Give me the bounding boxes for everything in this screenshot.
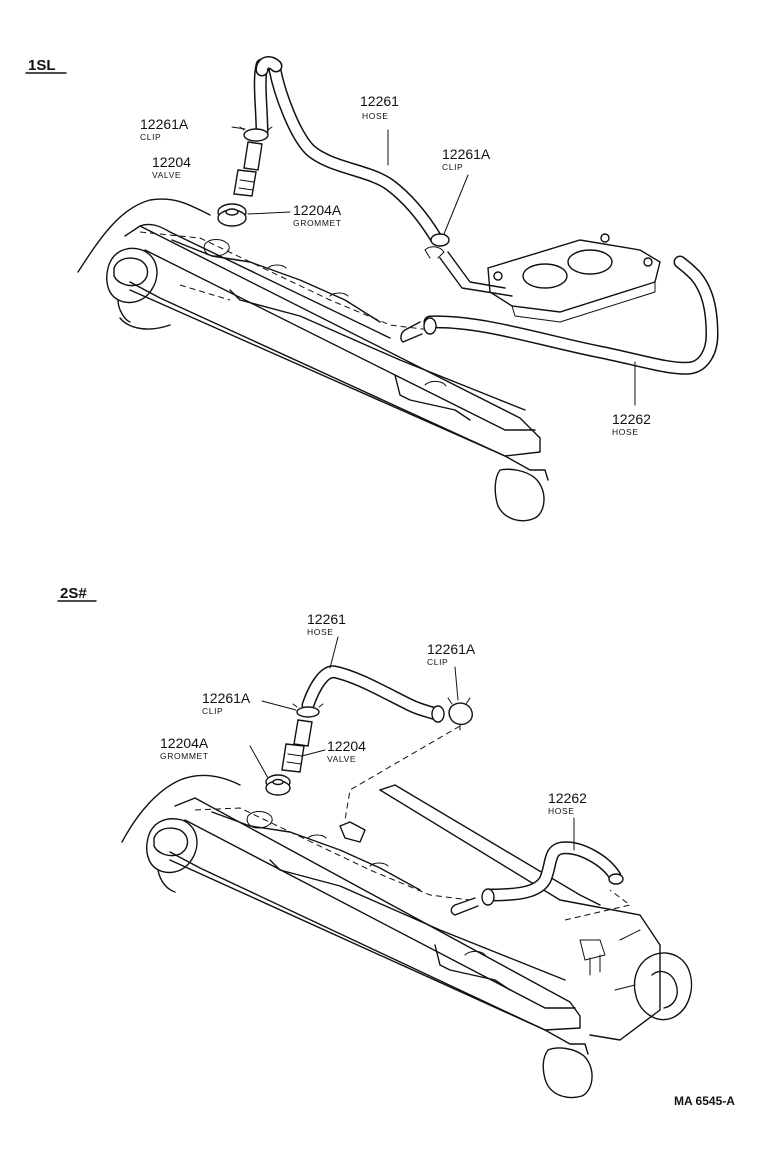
- label-name-clip-right-2s: CLIP: [427, 657, 448, 667]
- leader-clip-left-2s: [261, 700, 297, 711]
- label-number-clip-left-1sl: 12261A: [140, 116, 189, 132]
- label-name-grommet-2s: GROMMET: [160, 751, 209, 761]
- hose-12262-2s: [450, 841, 624, 916]
- valve-stack-2s: [265, 703, 324, 796]
- cylinder-head-1: [77, 198, 549, 522]
- label-name-grommet-1sl: GROMMET: [293, 218, 342, 228]
- section-2s: 2S#: [57, 585, 693, 1099]
- label-number-hose-12261-1sl: 12261: [360, 93, 399, 109]
- label-number-valve-1sl: 12204: [152, 154, 191, 170]
- leader-clip-right-1sl: [443, 174, 469, 235]
- label-number-valve-2s: 12204: [327, 738, 366, 754]
- leader-valve-2s: [301, 749, 326, 757]
- label-number-hose-12262-1sl: 12262: [612, 411, 651, 427]
- label-name-hose-12261-1sl: HOSE: [362, 111, 389, 121]
- label-name-clip-right-1sl: CLIP: [442, 162, 463, 172]
- section-1sl: 1SL: [25, 56, 719, 522]
- leader-clip-left-1sl: [231, 126, 246, 130]
- dashed-link-2s: [344, 725, 461, 821]
- section-title-2s: 2S#: [60, 585, 87, 602]
- label-name-clip-left-1sl: CLIP: [140, 132, 161, 142]
- label-number-grommet-1sl: 12204A: [293, 202, 342, 218]
- leader-clip-right-2s: [454, 666, 459, 701]
- label-name-clip-left-2s: CLIP: [202, 706, 223, 716]
- valve-stack-1sl: [217, 126, 273, 227]
- label-name-valve-1sl: VALVE: [152, 170, 181, 180]
- label-name-hose-12261-2s: HOSE: [307, 627, 334, 637]
- carburetor-flange: [487, 233, 661, 323]
- label-number-grommet-2s: 12204A: [160, 735, 209, 751]
- leader-grommet-1sl: [247, 211, 291, 215]
- cylinder-head-2: [121, 774, 693, 1099]
- hose-12261-2s: [301, 665, 445, 723]
- reference-code: MA 6545-A: [674, 1094, 735, 1108]
- hose-12262-1sl: [400, 255, 719, 375]
- label-number-hose-12261-2s: 12261: [307, 611, 346, 627]
- label-name-hose-12262-2s: HOSE: [548, 806, 575, 816]
- label-name-valve-2s: VALVE: [327, 754, 356, 764]
- label-number-clip-right-2s: 12261A: [427, 641, 476, 657]
- hose-12261-1sl: [253, 56, 443, 245]
- leader-grommet-2s: [249, 745, 269, 779]
- section-title-1sl: 1SL: [28, 57, 56, 74]
- label-name-hose-12262-1sl: HOSE: [612, 427, 639, 437]
- label-number-hose-12262-2s: 12262: [548, 790, 587, 806]
- clip-12261a-right-2s: [447, 697, 473, 731]
- pcv-nozzle-2s: [339, 821, 366, 843]
- label-number-clip-right-1sl: 12261A: [442, 146, 491, 162]
- clip-12261a-right-1sl: [424, 233, 513, 297]
- label-number-clip-left-2s: 12261A: [202, 690, 251, 706]
- leader-hose-12261-2s: [329, 636, 339, 669]
